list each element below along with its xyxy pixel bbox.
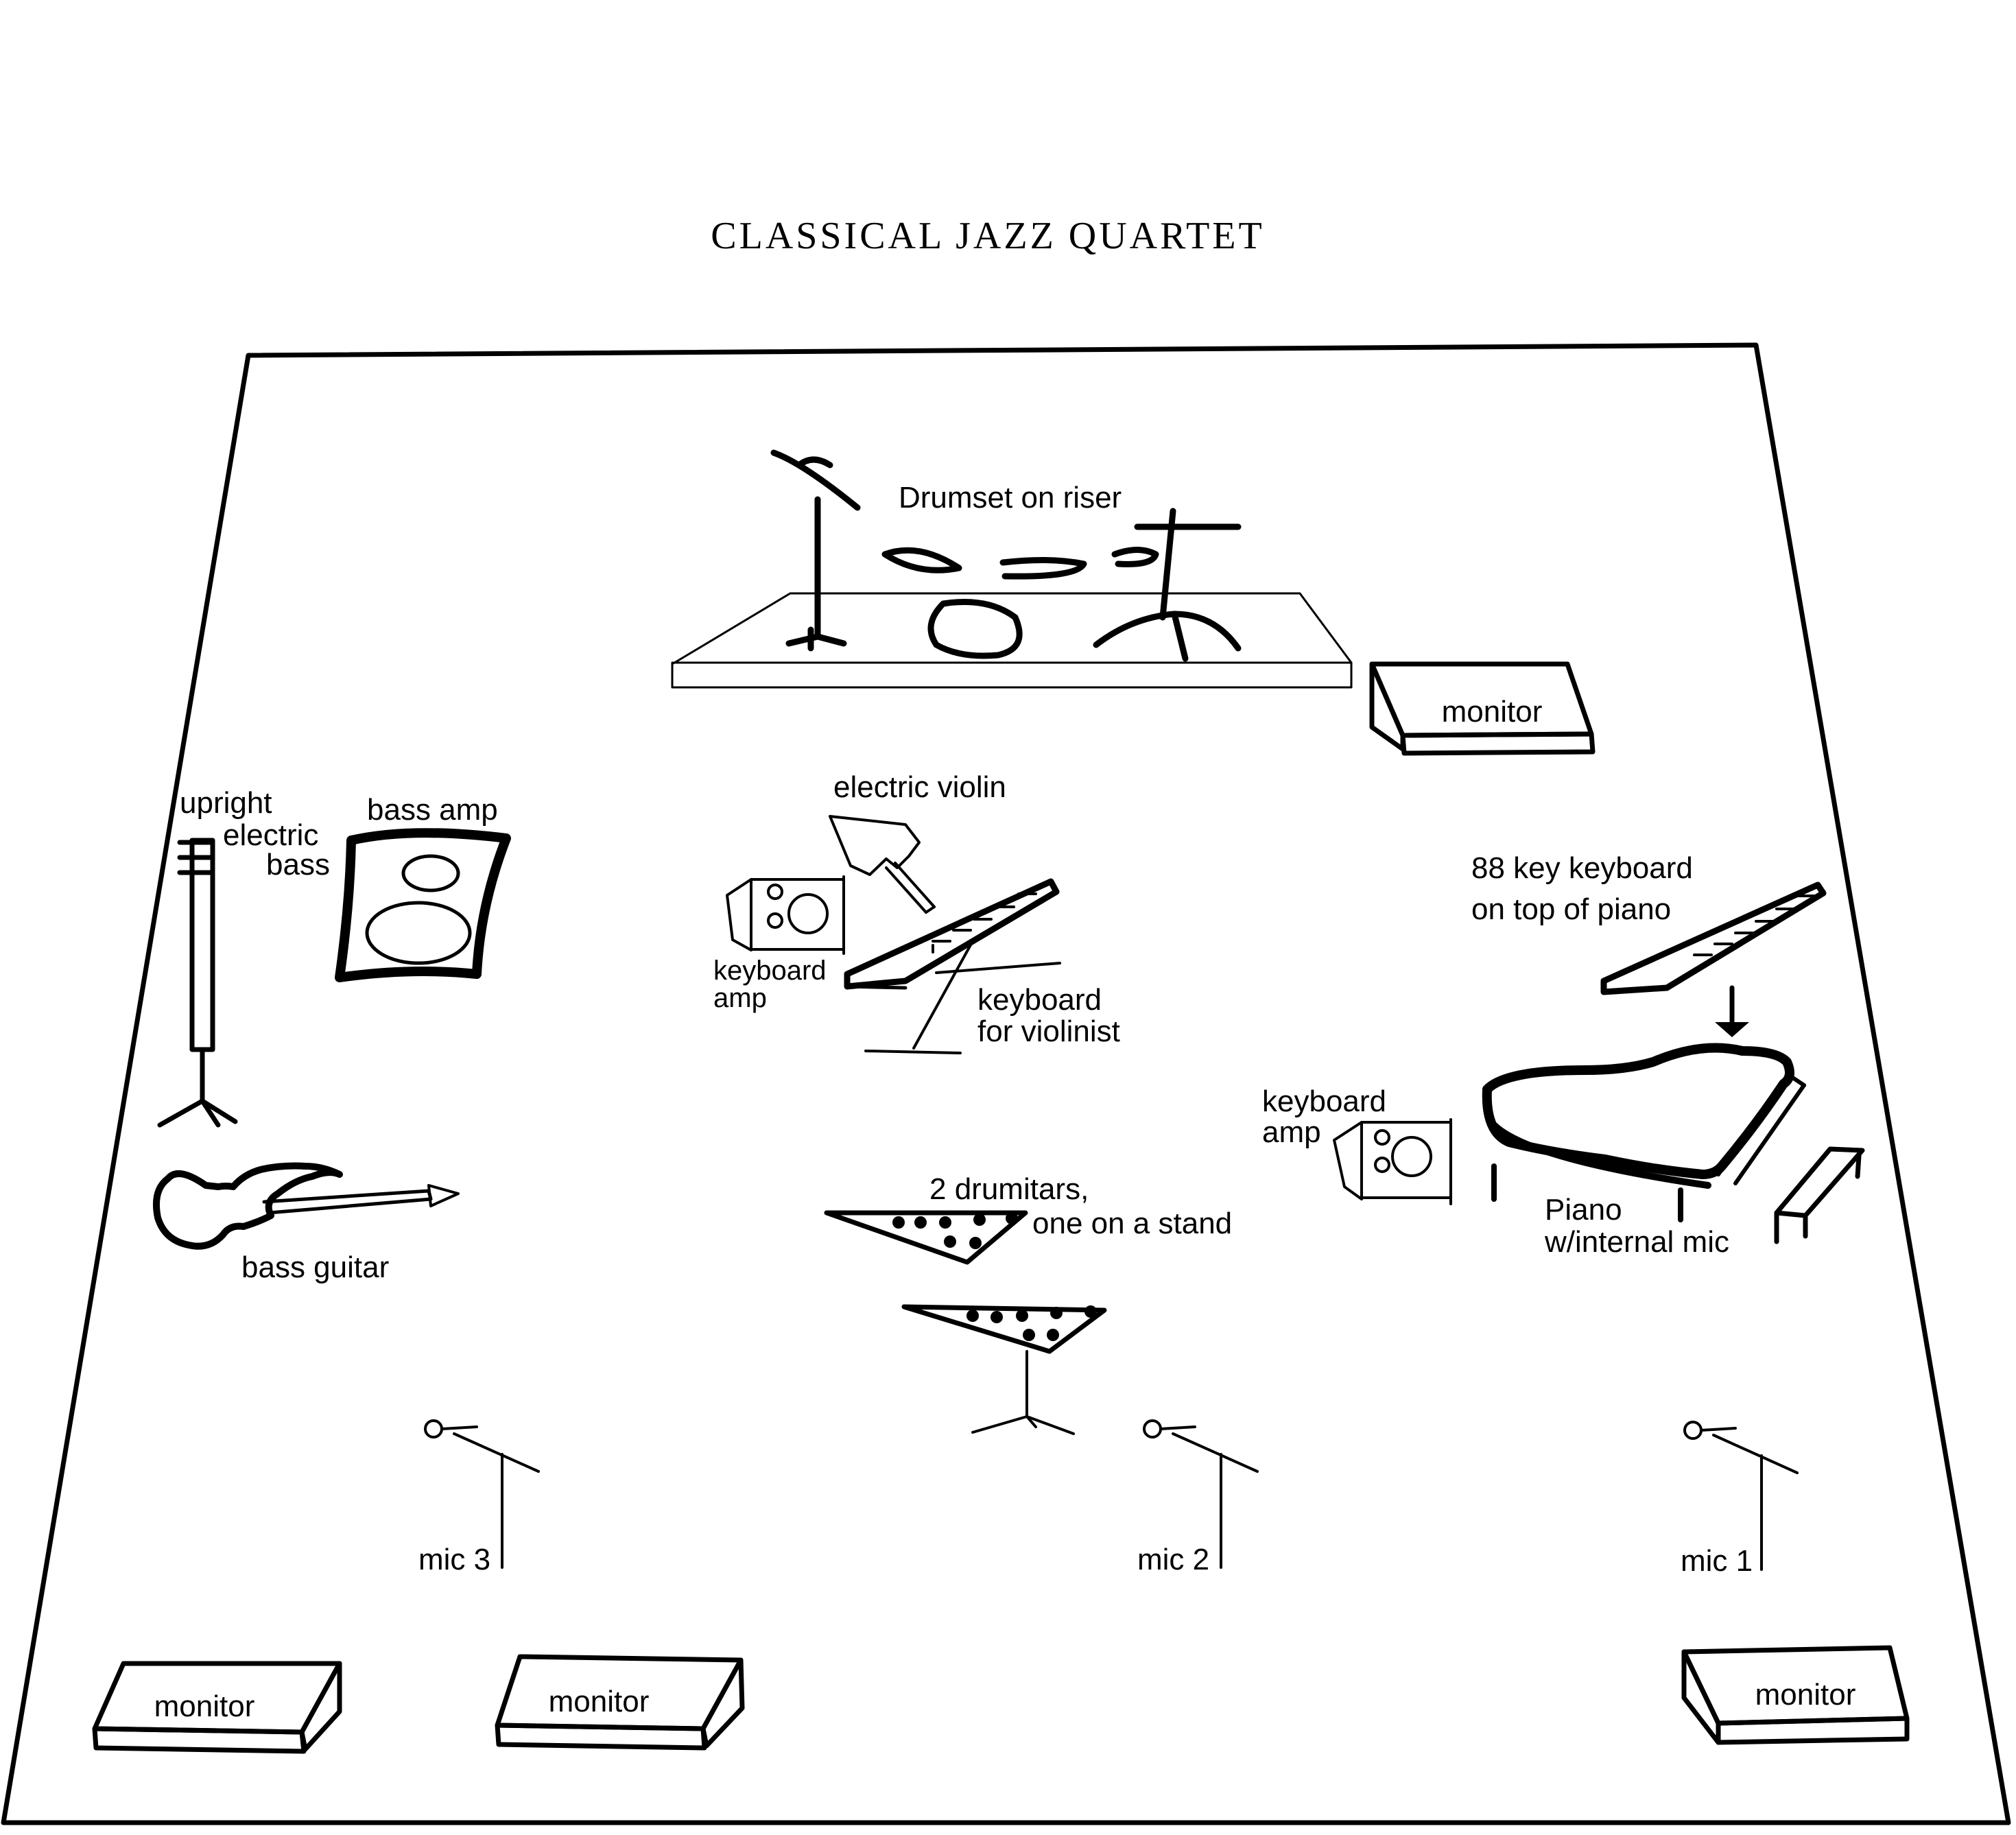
drumitar-2-on-stand-icon <box>901 1304 1107 1435</box>
drumitar-1-icon <box>824 1210 1028 1265</box>
mic-2-icon <box>1143 1419 1259 1569</box>
violinist-keyboard-label-1: keyboard <box>977 983 1102 1017</box>
monitor-bottom-right-label: monitor <box>1755 1678 1856 1712</box>
mic-3-label: mic 3 <box>418 1543 490 1576</box>
monitor-top <box>1369 661 1596 756</box>
drum-riser <box>671 592 1353 689</box>
keyboard-88-label-2: on top of piano <box>1471 892 1671 926</box>
violinist-keyboard-icon <box>844 878 1061 1054</box>
keyboard-amp-center-icon <box>726 875 845 955</box>
piano-label-2: w/internal mic <box>1544 1225 1729 1259</box>
keyboard-amp-right-label-2: amp <box>1262 1115 1321 1149</box>
keyboard-88-icon <box>1600 881 1827 995</box>
monitor-bottom-left <box>92 1661 342 1754</box>
drumset-icon <box>770 449 1242 662</box>
diagram-title: CLASSICAL JAZZ QUARTET <box>711 215 1264 257</box>
bass-guitar-icon <box>152 1162 460 1250</box>
keyboard-88-label-1: 88 key keyboard <box>1471 851 1693 885</box>
monitor-bottom-center-label: monitor <box>549 1685 650 1718</box>
bass-guitar-label: bass guitar <box>241 1251 389 1284</box>
keyboard-amp-right-label-1: keyboard <box>1262 1085 1386 1118</box>
stage-floor <box>1 342 2011 1825</box>
drumset-label: Drumset on riser <box>899 481 1122 514</box>
piano-label-1: Piano <box>1545 1193 1622 1227</box>
keyboard-amp-center-label-2: amp <box>713 983 767 1013</box>
upright-bass-label-2: electric <box>223 818 318 852</box>
keyboard-amp-right-icon <box>1333 1118 1452 1205</box>
upright-bass-label-3: bass <box>266 848 330 881</box>
monitor-top-label: monitor <box>1442 695 1543 729</box>
monitor-bottom-right <box>1681 1645 1910 1745</box>
monitor-bottom-left-label: monitor <box>154 1690 255 1723</box>
upright-bass-label-1: upright <box>180 786 272 820</box>
upright-bass-icon <box>157 838 238 1128</box>
down-arrow-icon <box>1715 985 1749 1037</box>
grand-piano-icon <box>1482 1043 1806 1222</box>
piano-bench-icon <box>1774 1146 1865 1244</box>
keyboard-amp-center-label-1: keyboard <box>713 956 827 986</box>
mic-2-label: mic 2 <box>1137 1543 1209 1576</box>
mic-1-icon <box>1683 1421 1799 1571</box>
electric-violin-icon <box>829 815 936 914</box>
electric-violin-label: electric violin <box>833 770 1006 804</box>
bass-amp-label: bass amp <box>367 793 498 827</box>
violinist-keyboard-label-2: for violinist <box>977 1015 1120 1048</box>
drumitars-label-1: 2 drumitars, <box>929 1172 1089 1206</box>
drumitars-label-2: one on a stand <box>1032 1207 1232 1240</box>
monitor-bottom-center <box>495 1654 745 1751</box>
bass-amp-icon <box>335 828 511 982</box>
mic-3-icon <box>424 1419 540 1569</box>
mic-1-label: mic 1 <box>1681 1544 1753 1578</box>
